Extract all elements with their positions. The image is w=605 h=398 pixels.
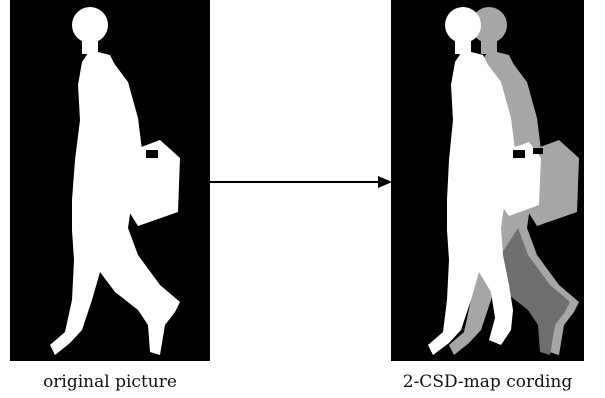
csd-map-panel [391, 0, 584, 361]
bag-handle-gap [146, 150, 158, 158]
transform-arrow [210, 175, 392, 189]
walking-person-silhouette [50, 7, 180, 355]
caption-original-picture: original picture [10, 372, 210, 392]
bag-handle-gap [513, 150, 525, 158]
caption-csd-map: 2-CSD-map cording [380, 372, 595, 392]
bag-handle-gap-gray [533, 148, 543, 154]
original-picture-panel [10, 0, 210, 361]
original-silhouette-image [10, 0, 210, 361]
csd-map-image [391, 0, 584, 361]
